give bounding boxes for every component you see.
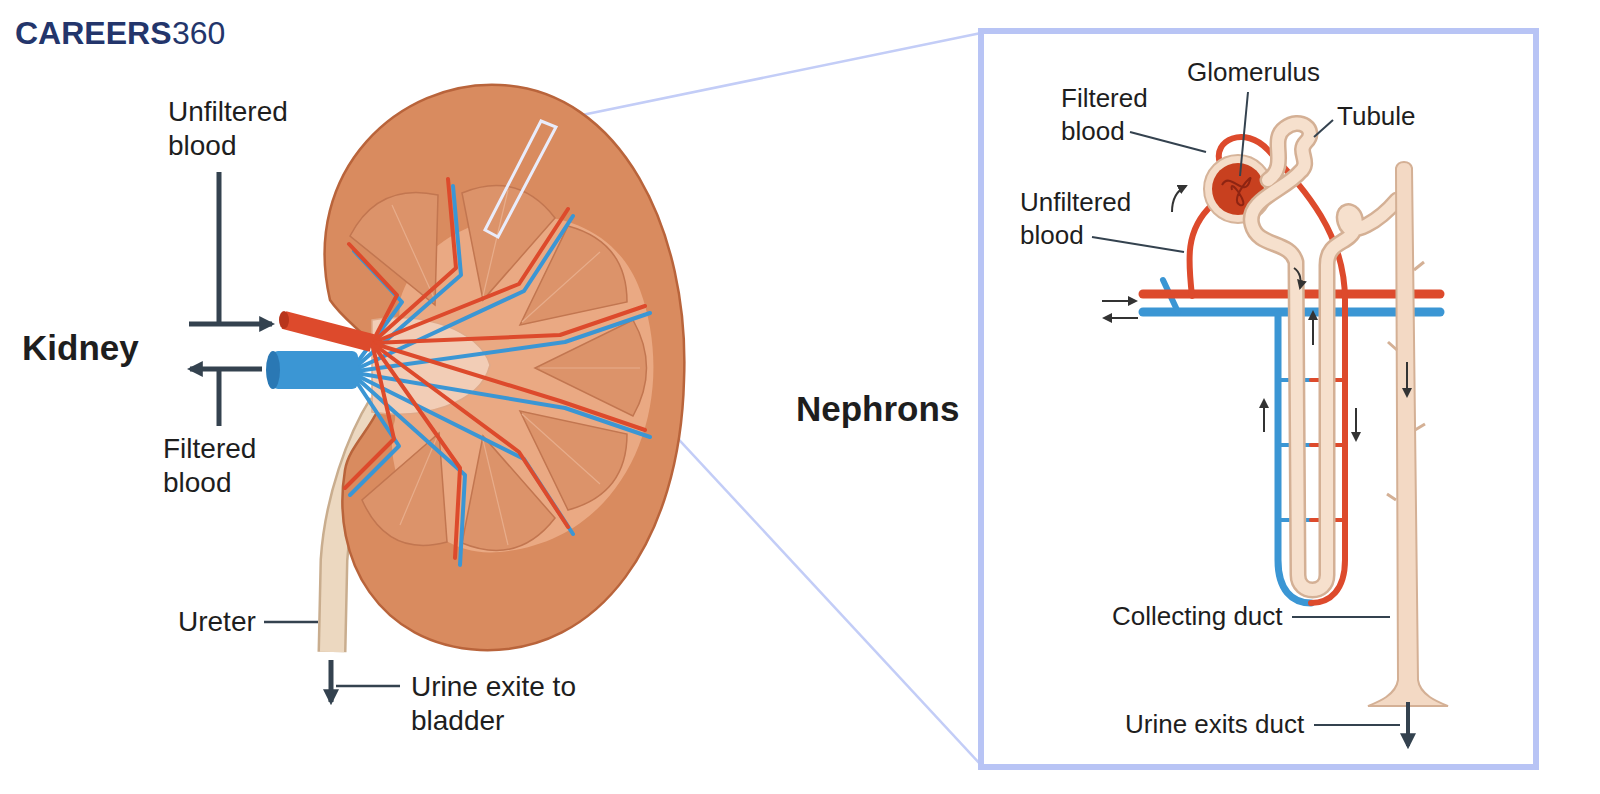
flow-arrow-small — [1172, 186, 1186, 212]
flow-arrow-small — [1406, 362, 1408, 396]
tubule — [1251, 123, 1397, 590]
pyramid-striation — [392, 205, 435, 300]
renal-vein — [266, 351, 280, 389]
flow-arrow-small — [1312, 312, 1314, 345]
pyramid-striation — [483, 440, 508, 545]
renal-pyramid — [350, 186, 647, 551]
pyramid-striation — [483, 190, 508, 296]
part-label: Collecting duct — [1112, 600, 1283, 633]
part-label: Tubule — [1337, 100, 1416, 133]
kidney-body — [325, 85, 685, 650]
glomerulus-capsule — [1222, 178, 1251, 205]
figure-heading: Nephrons — [796, 388, 959, 431]
renal-artery — [372, 343, 568, 527]
flow-arrow — [217, 172, 222, 324]
flow-arrow-small — [1102, 300, 1136, 302]
renal-artery — [279, 311, 289, 329]
flow-arrow-small — [1294, 268, 1301, 288]
exit-arrow — [1406, 702, 1410, 746]
flow-arrow-small — [1102, 186, 1407, 440]
part-label: Glomerulus — [1187, 56, 1320, 89]
flow-arrow-small — [1355, 408, 1357, 440]
collecting-duct — [1387, 262, 1425, 500]
renal-artery — [372, 209, 568, 343]
flow-arrow-small — [1104, 317, 1138, 319]
flow-arrow — [329, 660, 334, 702]
renal-vein — [272, 351, 358, 389]
renal-artery — [284, 320, 372, 343]
leader-line — [1314, 724, 1400, 726]
leader-line — [264, 621, 318, 624]
renal-pyramid — [350, 192, 438, 305]
renal-artery — [372, 179, 456, 343]
part-label: Unfiltered blood — [1020, 186, 1152, 251]
leader-line — [1130, 132, 1206, 152]
leader-line — [336, 685, 400, 688]
figure-heading: Kidney — [22, 327, 139, 370]
pyramid-striation — [400, 437, 437, 525]
part-label: Urine exits duct — [1125, 708, 1304, 741]
kidney-body — [325, 85, 685, 650]
renal-artery — [345, 343, 394, 488]
renal-artery — [372, 306, 645, 343]
part-label: Urine exite to bladder — [411, 670, 646, 738]
leader-line — [1240, 92, 1248, 176]
leader-line — [1314, 120, 1333, 137]
flow-arrow — [217, 369, 222, 426]
pyramid-striation — [540, 367, 640, 368]
leader-line — [1292, 616, 1390, 618]
leader-line — [1092, 92, 1400, 725]
leader-line — [264, 622, 400, 686]
collecting-duct — [1368, 162, 1448, 706]
zoom-panel — [981, 31, 1536, 767]
leader-line — [1092, 237, 1184, 252]
zoom-box — [485, 121, 556, 237]
flow-arrow — [190, 367, 262, 372]
part-label: Unfiltered blood — [168, 95, 333, 163]
blood-vessel — [1189, 205, 1212, 296]
part-label: Filtered blood — [163, 432, 323, 500]
renal-vein — [350, 186, 650, 565]
renal-vein — [266, 186, 650, 565]
renal-artery — [372, 343, 645, 430]
renal-artery — [279, 179, 645, 558]
flow-arrow-small — [1263, 400, 1265, 432]
zoom-lines — [548, 33, 981, 122]
logo-text: 360 — [172, 14, 225, 53]
part-label: Filtered blood — [1061, 82, 1191, 147]
collecting-duct — [1368, 162, 1448, 706]
tubule — [1251, 123, 1397, 590]
flow-arrow — [189, 322, 272, 327]
logo-text: CAREERS — [15, 14, 171, 53]
part-label: Ureter — [178, 605, 256, 639]
renal-pyramid — [520, 411, 627, 510]
tubule — [1251, 123, 1397, 590]
exit-arrow — [1406, 702, 1410, 746]
